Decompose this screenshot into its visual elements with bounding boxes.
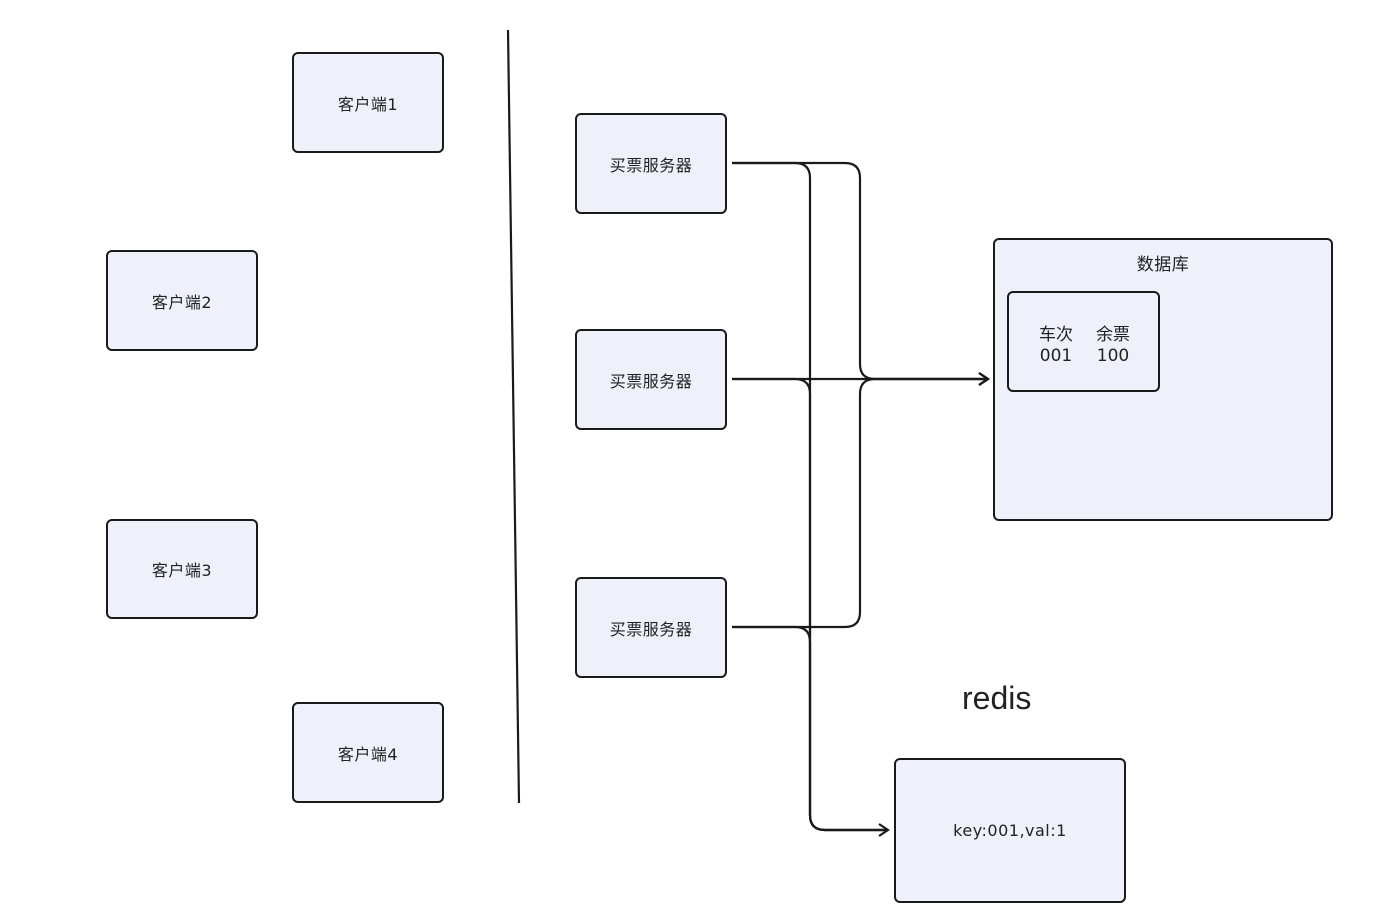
client-node-3: 客户端3 — [106, 519, 258, 619]
client-label: 客户端1 — [337, 94, 399, 114]
ticket-server-node-1: 买票服务器 — [575, 113, 727, 214]
server-label: 买票服务器 — [609, 371, 693, 391]
client-node-4: 客户端4 — [292, 702, 444, 803]
database-table: 车次 余票 001 100 — [1007, 291, 1160, 392]
table-cell-train: 001 — [1039, 346, 1073, 366]
client-label: 客户端3 — [151, 561, 213, 580]
client-node-1: 客户端1 — [292, 52, 444, 153]
redis-node: key:001,val:1 — [894, 758, 1126, 903]
connector-server3-to-database — [732, 372, 990, 629]
ticket-server-node-3: 买票服务器 — [575, 577, 727, 678]
client-node-2: 客户端2 — [106, 250, 258, 351]
ticket-server-node-2: 买票服务器 — [575, 329, 727, 430]
table-header-remaining: 余票 — [1096, 325, 1130, 345]
server-label: 买票服务器 — [609, 619, 693, 639]
server-label: 买票服务器 — [609, 155, 693, 175]
divider-line — [506, 29, 521, 804]
connector-server3-to-redis — [732, 625, 888, 832]
table-cell-remaining: 100 — [1096, 346, 1130, 366]
database-title: 数据库 — [1136, 255, 1190, 275]
connector-server1-to-database — [732, 161, 990, 386]
redis-content: key:001,val:1 — [953, 821, 1067, 840]
client-label: 客户端2 — [151, 292, 213, 312]
table-header-train: 车次 — [1039, 325, 1073, 345]
redis-title: redis — [962, 680, 1032, 716]
database-container: 数据库 — [993, 238, 1333, 521]
client-label: 客户端4 — [337, 744, 399, 764]
